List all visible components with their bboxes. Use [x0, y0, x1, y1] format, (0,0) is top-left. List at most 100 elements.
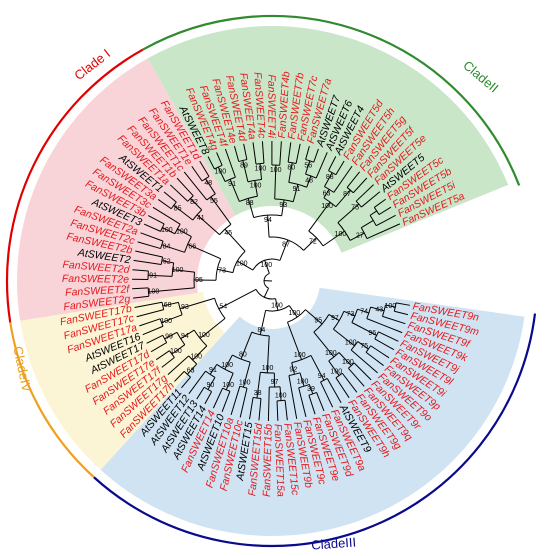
- tree-branch: [295, 143, 301, 164]
- tree-branch: [326, 378, 342, 404]
- tree-branch: [276, 400, 279, 421]
- clade-4-arc: [9, 322, 95, 479]
- bootstrap-value: 100: [275, 393, 287, 400]
- tree-branch: [224, 148, 236, 178]
- tree-branch: [264, 260, 270, 274]
- tree-branch: [306, 175, 312, 188]
- tree-branch: [171, 344, 186, 355]
- bootstrap-value: 84: [257, 327, 265, 334]
- tree-branch: [148, 274, 173, 277]
- bootstrap-value: 100: [330, 369, 342, 376]
- tree-branch: [305, 309, 323, 325]
- bootstrap-value: 91: [228, 181, 236, 188]
- tree-branch: [275, 298, 279, 311]
- tree-branch: [281, 199, 285, 216]
- tree-branch: [205, 178, 216, 195]
- clade-3-background: [100, 287, 525, 537]
- bootstrap-value: 100: [342, 359, 354, 366]
- bootstrap-value: 100: [170, 348, 182, 355]
- tree-branches: [132, 140, 410, 421]
- tree-branch: [186, 363, 198, 375]
- tree-branch: [366, 318, 403, 334]
- tree-branch: [237, 260, 254, 271]
- tree-branch: [163, 191, 177, 203]
- tree-branch: [217, 166, 226, 182]
- tree-branch: [177, 228, 192, 238]
- tree-branch: [348, 367, 365, 387]
- tree-arc: [308, 230, 324, 247]
- tree-branch: [361, 220, 374, 229]
- bootstrap-value: 74: [360, 308, 368, 315]
- tree-branch: [224, 354, 233, 370]
- tree-branch: [190, 198, 203, 211]
- leaf-labels: FanSWEET9nFanSWEET9mFanSWEET9fFanSWEET9k…: [59, 71, 480, 497]
- bootstrap-value: 87: [343, 191, 351, 198]
- tree-branch: [207, 156, 215, 170]
- bootstrap-value: 54: [219, 304, 227, 311]
- tree-branch: [172, 269, 195, 273]
- tree-branch: [305, 145, 310, 160]
- bootstrap-value: 100: [262, 365, 274, 372]
- tree-branch: [335, 160, 345, 175]
- bootstrap-value: 97: [331, 315, 339, 322]
- tree-branch: [216, 152, 223, 166]
- leaf-label: FanSWEET2e: [62, 273, 129, 286]
- tree-branch: [333, 328, 355, 347]
- tree-branch: [374, 198, 386, 208]
- leaf-label: FanSWEET2d: [62, 259, 131, 276]
- tree-arc: [269, 236, 304, 251]
- tree-branch: [267, 215, 270, 238]
- tree-arc: [214, 298, 226, 319]
- bootstrap-value: 63: [323, 191, 331, 198]
- tree-branch: [303, 237, 317, 251]
- tree-branch: [249, 397, 254, 420]
- bootstrap-value: 100: [172, 267, 184, 274]
- tree-arc: [308, 391, 317, 396]
- tree-arc: [305, 159, 314, 163]
- bootstrap-value: 100: [250, 182, 262, 189]
- tree-branch: [378, 206, 392, 215]
- bootstrap-value: 92: [289, 366, 297, 373]
- tree-arc: [365, 345, 372, 353]
- tree-branch: [239, 388, 248, 418]
- bootstrap-value: 100: [289, 310, 301, 317]
- tree-branch: [162, 301, 179, 307]
- tree-branch: [288, 305, 298, 318]
- tree-branch: [291, 362, 295, 375]
- tree-branch: [173, 204, 194, 221]
- tree-branch: [148, 287, 195, 293]
- tree-arc: [193, 272, 196, 288]
- tree-arc: [260, 371, 275, 374]
- tree-arc: [176, 332, 186, 345]
- tree-branch: [288, 162, 293, 183]
- tree-branch: [161, 244, 185, 253]
- tree-arc: [147, 287, 150, 297]
- tree-branch: [378, 331, 399, 342]
- tree-arc: [305, 173, 317, 179]
- bootstrap-value: 97: [271, 379, 279, 386]
- bootstrap-value: 100: [260, 262, 272, 269]
- tree-branch: [308, 384, 314, 395]
- bootstrap-value: 91: [149, 272, 157, 279]
- tree-branch: [287, 142, 292, 163]
- tree-branch: [139, 318, 161, 327]
- tree-arc: [238, 159, 247, 163]
- tree-branch: [199, 318, 226, 339]
- tree-branch: [179, 297, 215, 310]
- tree-branch: [192, 345, 208, 361]
- tree-branch: [267, 386, 270, 421]
- tree-branch: [323, 189, 330, 199]
- tree-branch: [279, 386, 282, 401]
- tree-branch: [382, 315, 406, 325]
- bootstrap-value: 27: [356, 232, 364, 239]
- tree-branch: [366, 223, 401, 240]
- tree-branch: [256, 372, 261, 399]
- tree-arc: [374, 331, 379, 340]
- tree-branch: [137, 241, 161, 250]
- leaf-label: FanSWEET4i: [265, 74, 277, 138]
- tree-branch: [337, 203, 360, 224]
- bootstrap-value: 52: [163, 259, 171, 266]
- leaf-label: FanSWEET4b: [276, 71, 292, 139]
- tree-branch: [230, 386, 241, 416]
- tree-branch: [164, 331, 178, 340]
